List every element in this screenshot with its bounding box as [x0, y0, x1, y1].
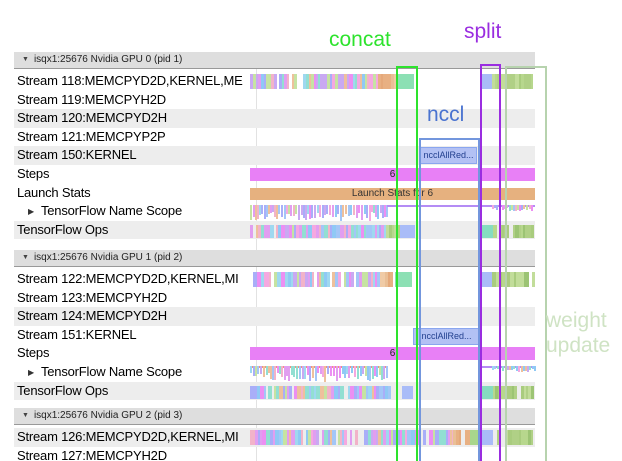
trace-slice-label: 6: [389, 348, 396, 360]
trace-slice[interactable]: [396, 73, 414, 89]
track-label-tf-name-scope[interactable]: ▶ TensorFlow Name Scope: [0, 363, 244, 382]
track-label-stream-127: Stream 127:MEMCPYH2D: [0, 447, 244, 461]
collapse-triangle-icon: ▼: [22, 412, 29, 419]
trace-slice-label: 6: [389, 169, 396, 180]
trace-slice-label: ncclAllRed...: [421, 330, 472, 341]
trace-slice[interactable]: [400, 224, 415, 238]
trace-slice[interactable]: [482, 385, 493, 399]
name-scope-ticks[interactable]: [250, 366, 388, 382]
annotation-box-split: [480, 64, 501, 461]
name-scope-line: [387, 205, 535, 208]
track-label-tf-ops: TensorFlow Ops: [0, 382, 244, 401]
trace-slice-group[interactable]: [250, 385, 391, 399]
trace-slice[interactable]: 6: [250, 347, 535, 361]
disclosure-triangle-icon[interactable]: ▶: [28, 368, 34, 377]
trace-slice-group[interactable]: [250, 224, 386, 238]
collapse-triangle-icon: ▼: [22, 56, 29, 63]
annotation-label-concat: concat: [329, 28, 391, 51]
track-row-background: [14, 109, 535, 128]
track-label-text: Stream 127:MEMCPYH2D: [17, 447, 167, 461]
disclosure-triangle-icon[interactable]: ▶: [28, 207, 34, 217]
trace-slice[interactable]: [402, 385, 413, 399]
trace-slice[interactable]: [482, 224, 493, 238]
track-label-text: Stream 124:MEMCPYD2H: [17, 308, 167, 324]
track-label-text: Stream 118:MEMCPYD2D,KERNEL,ME: [17, 73, 243, 88]
trace-slice-group[interactable]: [250, 271, 381, 287]
trace-slice-group[interactable]: [378, 73, 398, 89]
annotation-label-weight-update: weight update: [546, 309, 611, 357]
gpu-section-header[interactable]: ▼ isqx1:25676 Nvidia GPU 2 (pid 3): [14, 408, 535, 425]
track-label-steps: Steps: [0, 344, 244, 363]
track-label-stream-126: Stream 126:MEMCPYD2D,KERNEL,MI: [0, 428, 244, 447]
track-label-text: Stream 119:MEMCPYH2D: [17, 91, 166, 107]
trace-slice[interactable]: Launch Stats for 6: [250, 187, 535, 201]
trace-slice-group[interactable]: [380, 271, 395, 287]
track-label-text: Steps: [17, 166, 50, 181]
trace-slice[interactable]: 6: [250, 168, 535, 181]
track-label-text: Launch Stats: [17, 184, 91, 200]
track-label-tf-name-scope[interactable]: ▶ TensorFlow Name Scope: [0, 202, 244, 221]
trace-slice-label: Launch Stats for 6: [351, 187, 434, 199]
track-label-stream-119: Stream 119:MEMCPYH2D: [0, 91, 244, 110]
track-label-stream-150: Stream 150:KERNEL: [0, 146, 244, 165]
track-label-steps: Steps: [0, 165, 244, 184]
track-label-text: Stream 120:MEMCPYD2H: [17, 110, 167, 126]
trace-slice[interactable]: [481, 73, 492, 89]
gpu-section-title: isqx1:25676 Nvidia GPU 1 (pid 2): [33, 252, 183, 263]
annotation-box-nccl: [419, 138, 480, 461]
track-label-stream-124: Stream 124:MEMCPYD2H: [0, 307, 244, 326]
track-label-stream-122: Stream 122:MEMCPYD2D,KERNEL,MI: [0, 270, 244, 289]
track-label-text: Stream 126:MEMCPYD2D,KERNEL,MI: [17, 429, 239, 444]
trace-slice-group[interactable]: [250, 429, 454, 445]
track-label-stream-118: Stream 118:MEMCPYD2D,KERNEL,ME: [0, 72, 244, 91]
annotation-box-weight-update: [505, 66, 547, 461]
track-label-text: TensorFlow Name Scope: [40, 203, 182, 219]
trace-slice[interactable]: [482, 429, 493, 445]
track-label-stream-123: Stream 123:MEMCPYH2D: [0, 289, 244, 308]
trace-slice-group[interactable]: [386, 224, 400, 238]
track-row-background: [14, 146, 535, 165]
collapse-triangle-icon: ▼: [22, 254, 29, 261]
track-label-text: Stream 121:MEMCPYP2P: [17, 128, 166, 144]
track-label-text: Stream 150:KERNEL: [17, 147, 137, 163]
gpu-section-title: isqx1:25676 Nvidia GPU 0 (pid 1): [33, 54, 183, 65]
track-label-text: TensorFlow Ops: [17, 221, 109, 237]
track-label-launch-stats: Launch Stats: [0, 184, 244, 203]
name-scope-ticks[interactable]: [250, 205, 388, 222]
trace-slice[interactable]: [481, 271, 492, 287]
gpu-section-header[interactable]: ▼ isqx1:25676 Nvidia GPU 0 (pid 1): [14, 52, 535, 69]
track-label-text: TensorFlow Ops: [17, 382, 109, 398]
track-row-background: [14, 307, 535, 326]
trace-slice[interactable]: [470, 429, 481, 445]
annotation-box-concat: [396, 66, 418, 461]
trace-slice-group[interactable]: [250, 73, 379, 89]
track-label-text: Stream 123:MEMCPYH2D: [17, 289, 167, 305]
annotation-label-split: split: [464, 20, 502, 43]
track-label-text: Stream 151:KERNEL: [17, 326, 137, 342]
track-label-stream-151: Stream 151:KERNEL: [0, 326, 244, 345]
trace-slice-label: ncclAllRed...: [423, 150, 474, 161]
track-label-stream-121: Stream 121:MEMCPYP2P: [0, 128, 244, 147]
track-label-tf-ops: TensorFlow Ops: [0, 221, 244, 240]
gpu-section-title: isqx1:25676 Nvidia GPU 2 (pid 3): [33, 410, 183, 421]
track-label-text: TensorFlow Name Scope: [40, 364, 182, 379]
track-label-text: Stream 122:MEMCPYD2D,KERNEL,MI: [17, 271, 239, 286]
annotation-label-nccl: nccl: [427, 103, 465, 126]
track-label-text: Steps: [17, 345, 50, 361]
trace-slice[interactable]: [395, 271, 412, 287]
track-label-stream-120: Stream 120:MEMCPYD2H: [0, 109, 244, 128]
gpu-section-header[interactable]: ▼ isqx1:25676 Nvidia GPU 1 (pid 2): [14, 250, 535, 267]
